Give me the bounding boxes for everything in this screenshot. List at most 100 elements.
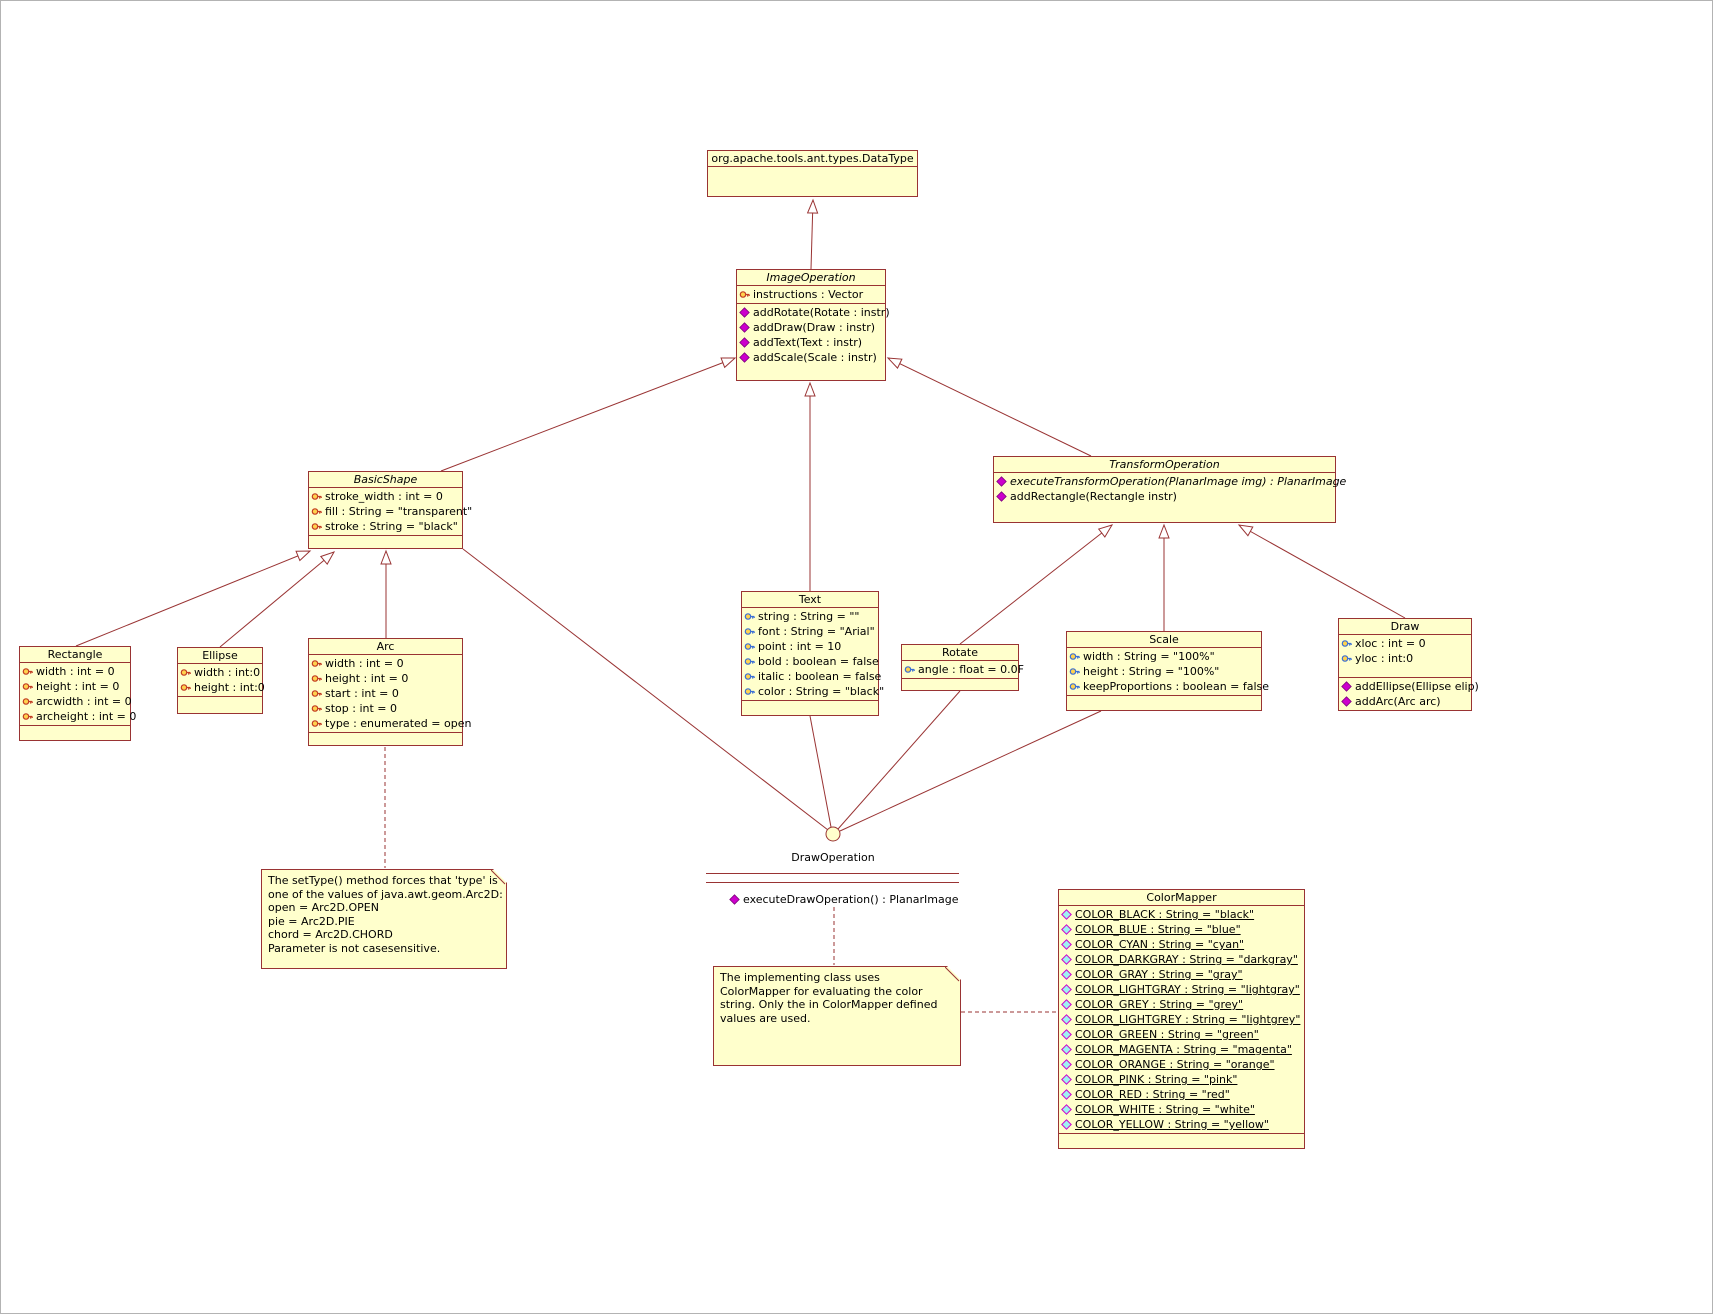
static-attr-icon [1061, 969, 1072, 980]
attr-red-icon [22, 666, 33, 677]
class-name: Scale [1149, 633, 1179, 646]
member-text: type : enumerated = open [325, 717, 472, 730]
static-attr-icon [1061, 1044, 1072, 1055]
member-text: width : int = 0 [36, 665, 115, 678]
attribute-row: string : String = "" [742, 609, 878, 624]
method-row: addRectangle(Rectangle instr) [994, 489, 1335, 504]
attribute-row: COLOR_CYAN : String = "cyan" [1059, 937, 1304, 952]
member-text: COLOR_LIGHTGRAY : String = "lightgray" [1075, 983, 1300, 996]
static-attr-icon [1061, 1104, 1072, 1115]
method-icon [739, 322, 750, 333]
attribute-row: yloc : int:0 [1339, 651, 1471, 666]
attribute-row: archeight : int = 0 [20, 709, 136, 724]
class-box-imageoperation[interactable]: ImageOperation instructions : Vector addRo… [736, 269, 890, 381]
note-text: The setType() method forces that 'type' … [268, 874, 500, 955]
member-text: COLOR_YELLOW : String = "yellow" [1075, 1118, 1269, 1131]
attribute-row: keepProportions : boolean = false [1067, 679, 1269, 694]
attribute-row: stroke : String = "black" [309, 519, 462, 534]
member-text: COLOR_RED : String = "red" [1075, 1088, 1230, 1101]
interface-lollipop-circle[interactable] [825, 826, 841, 842]
attr-blue-icon [744, 611, 755, 622]
attribute-row: point : int = 10 [742, 639, 878, 654]
attr-blue-icon [1069, 666, 1080, 677]
methods-compartment [309, 732, 462, 745]
attributes-compartment: width : String = "100%"height : String =… [1067, 647, 1269, 695]
attr-blue-icon [1069, 681, 1080, 692]
member-text: angle : float = 0.0F [918, 663, 1024, 676]
attribute-row: width : int = 0 [309, 656, 462, 671]
attr-blue-icon [744, 626, 755, 637]
member-text: COLOR_GRAY : String = "gray" [1075, 968, 1243, 981]
member-text: height : int:0 [194, 681, 265, 694]
note-attachment-edges [384, 747, 1057, 1013]
methods-compartment [309, 535, 462, 548]
attr-red-icon [180, 682, 191, 693]
attribute-row: stop : int = 0 [309, 701, 462, 716]
class-box-datatype[interactable]: org.apache.tools.ant.types.DataType [707, 150, 918, 197]
attr-blue-icon [904, 664, 915, 675]
static-attr-icon [1061, 1119, 1072, 1130]
attr-blue-icon [1341, 653, 1352, 664]
member-text: start : int = 0 [325, 687, 399, 700]
member-text: instructions : Vector [753, 288, 864, 301]
note-line: chord = Arc2D.CHORD [268, 928, 393, 941]
member-text: arcwidth : int = 0 [36, 695, 132, 708]
attribute-row: COLOR_MAGENTA : String = "magenta" [1059, 1042, 1304, 1057]
member-text: executeTransformOperation(PlanarImage im… [1010, 475, 1347, 488]
class-name: Rectangle [47, 648, 103, 661]
static-attr-icon [1061, 924, 1072, 935]
member-text: COLOR_LIGHTGREY : String = "lightgrey" [1075, 1013, 1301, 1026]
methods-compartment [902, 678, 1018, 690]
member-text: COLOR_BLUE : String = "blue" [1075, 923, 1241, 936]
member-text: keepProportions : boolean = false [1083, 680, 1270, 693]
attr-red-icon [739, 289, 750, 300]
static-attr-icon [1061, 939, 1072, 950]
member-text: COLOR_PINK : String = "pink" [1075, 1073, 1238, 1086]
note-arc-settype[interactable]: The setType() method forces that 'type' … [261, 869, 507, 969]
attribute-row: width : int:0 [178, 665, 262, 680]
class-name: Arc [376, 640, 395, 653]
attribute-row: COLOR_LIGHTGRAY : String = "lightgray" [1059, 982, 1304, 997]
member-text: COLOR_GREY : String = "grey" [1075, 998, 1244, 1011]
attr-red-icon [311, 491, 322, 502]
method-icon [1341, 681, 1352, 692]
member-text: height : int = 0 [325, 672, 409, 685]
method-icon [996, 491, 1007, 502]
attribute-row: instructions : Vector [737, 287, 885, 302]
attributes-compartment: COLOR_BLACK : String = "black"COLOR_BLUE… [1059, 905, 1304, 1133]
note-line: open = Arc2D.OPEN [268, 901, 379, 914]
member-text: addRotate(Rotate : instr) [753, 306, 890, 319]
static-attr-icon [1061, 909, 1072, 920]
static-attr-icon [1061, 1014, 1072, 1025]
attribute-row: bold : boolean = false [742, 654, 879, 669]
attribute-row: color : String = "black" [742, 684, 884, 699]
static-attr-icon [1061, 999, 1072, 1010]
note-line: Parameter is not casesensitive. [268, 941, 441, 955]
method-icon [996, 476, 1007, 487]
interface-compartment-lines [706, 873, 959, 883]
member-text: width : int:0 [194, 666, 261, 679]
attribute-row: COLOR_WHITE : String = "white" [1059, 1102, 1304, 1117]
member-text: addDraw(Draw : instr) [753, 321, 876, 334]
method-row: addDraw(Draw : instr) [737, 320, 885, 335]
attr-blue-icon [1069, 651, 1080, 662]
member-text: COLOR_GREEN : String = "green" [1075, 1028, 1259, 1041]
class-name: ImageOperation [766, 271, 856, 284]
